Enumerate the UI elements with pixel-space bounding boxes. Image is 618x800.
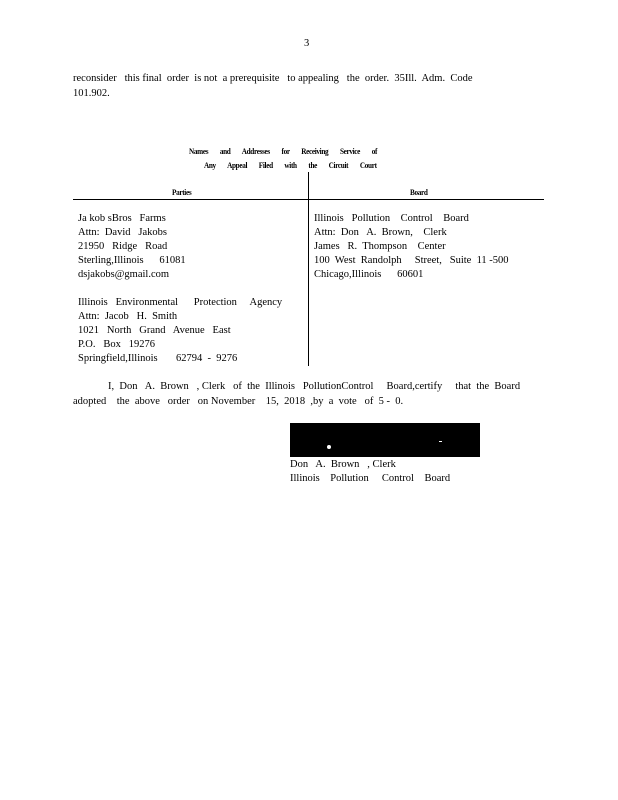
intro-line-1: reconsider this final order is not a pre… [73, 73, 473, 84]
certification-line-2: adopted the above order on November 15, … [73, 396, 404, 407]
signature-org: Illinois Pollution Control Board [290, 473, 451, 484]
board-line: James R. Thompson Center [314, 241, 446, 252]
party-line: 21950 Ridge Road [78, 241, 168, 252]
service-heading-line-2: Any Appeal Filed with the Circuit Court [204, 160, 377, 170]
signature-mark [327, 445, 331, 449]
board-line: Illinois Pollution Control Board [314, 213, 469, 224]
signature-mark [439, 441, 442, 442]
party-line: P.O. Box 19276 [78, 339, 156, 350]
party-line: Ja kob sBros Farms [78, 213, 166, 224]
party-line: Attn: Jacob H. Smith [78, 311, 178, 322]
board-line: Attn: Don A. Brown, Clerk [314, 227, 447, 238]
header-board: Board [410, 187, 428, 197]
party-line: Attn: David Jakobs [78, 227, 167, 238]
board-line: Chicago,Illinois 60601 [314, 269, 424, 280]
header-rule [73, 199, 544, 200]
party-email: dsjakobs@gmail.com [78, 269, 170, 280]
signature-name: Don A. Brown , Clerk [290, 459, 396, 470]
column-divider [308, 172, 309, 366]
redacted-signature [290, 423, 480, 457]
party-line: Sterling,Illinois 61081 [78, 255, 186, 266]
party-line: Illinois Environmental Protection Agency [78, 297, 283, 308]
intro-line-2: 101.902. [73, 88, 110, 99]
page-number: 3 [304, 38, 310, 49]
header-parties: Parties [172, 187, 192, 197]
service-heading-line-1: Names and Addresses for Receiving Servic… [189, 146, 378, 156]
certification-line-1: I, Don A. Brown , Clerk of the Illinois … [108, 381, 521, 392]
party-line: Springfield,Illinois 62794 - 9276 [78, 353, 238, 364]
board-line: 100 West Randolph Street, Suite 11 -500 [314, 255, 509, 266]
party-line: 1021 North Grand Avenue East [78, 325, 231, 336]
